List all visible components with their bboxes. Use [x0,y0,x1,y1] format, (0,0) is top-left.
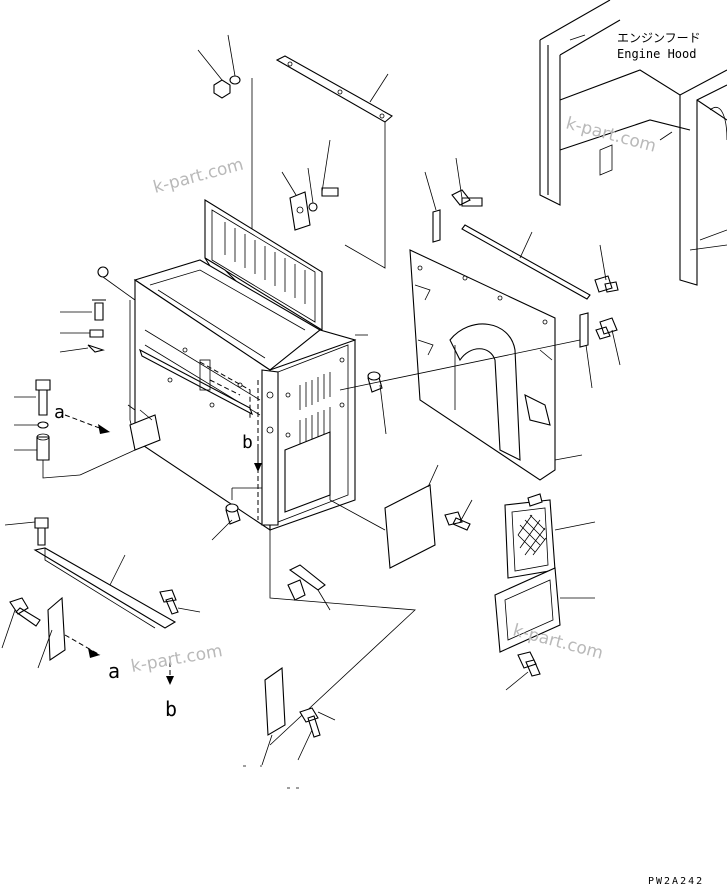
lower-front-bracket [269,530,416,746]
nut-icon [197,34,253,230]
long-bar [4,517,177,629]
view-label-a-lower: a [108,659,120,683]
engine-hood: エンジンフード Engine Hood [539,0,727,286]
watermark-3: k-part.com [129,641,224,677]
bolt-bottom-right [505,651,541,691]
cap-plug-side [355,334,387,435]
left-bolt-set-lower [14,379,81,479]
left-bolt-set-upper [59,266,136,353]
watermark-1: k-part.com [151,155,246,198]
side-panel [409,249,583,481]
bottom-plate [261,666,336,766]
cover-plate [329,460,439,569]
main-housing [129,259,357,532]
leader-ticks [243,765,299,789]
drawing-code: PW2A242 [648,876,704,887]
view-label-b-upper: b [242,432,253,453]
top-bracket-strip [275,55,393,269]
watermark-2: k-part.com [564,114,659,157]
view-arrow-a-upper: a [54,402,111,434]
large-grille-frame [494,567,595,653]
cap-plug-front [211,487,262,541]
small-grille-screen [504,493,596,579]
bolt-mid-right [444,499,473,531]
engine-hood-label-en: Engine Hood [617,47,696,61]
panel-bolts-right [339,244,621,391]
panel-rod [461,224,591,300]
engine-hood-label-jp: エンジンフード [617,31,701,45]
corner-bracket-a [79,404,161,476]
bottom-left-bracket: a [1,596,120,683]
panel-bracket-left [424,157,483,243]
bar-bolt: b [159,589,201,721]
view-arrow-b-upper: b [242,432,262,472]
view-label-b-lower: b [165,697,177,721]
latch-bracket [281,139,339,231]
view-label-a-upper: a [54,402,65,423]
